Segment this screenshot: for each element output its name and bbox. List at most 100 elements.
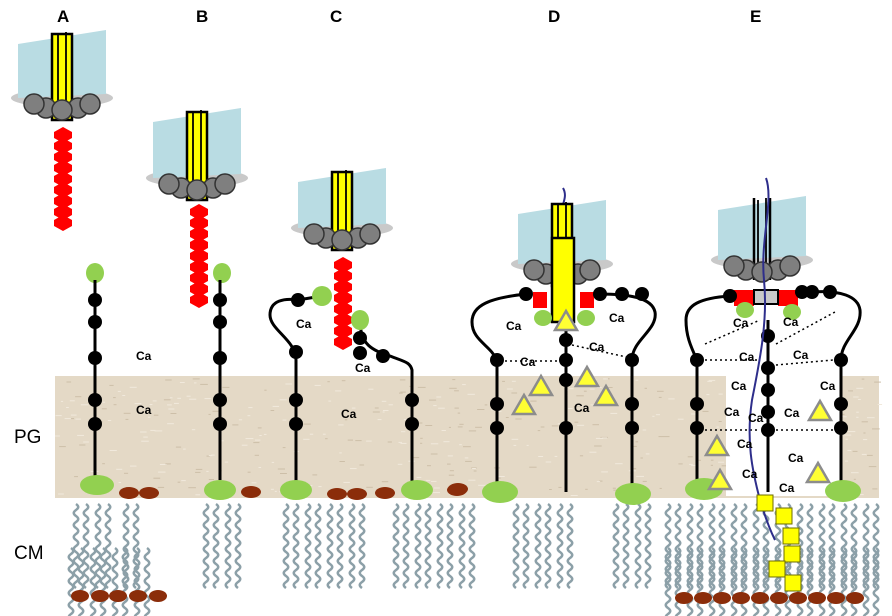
lipid-tail <box>828 546 836 616</box>
green-head-icon <box>615 483 651 505</box>
chain-bead <box>88 417 102 431</box>
pg-fiber <box>856 411 859 413</box>
ca-ion-label: Ca <box>136 349 152 363</box>
chain-bead <box>289 417 303 431</box>
green-head-icon <box>86 263 104 283</box>
pg-fiber <box>468 430 477 432</box>
chain-bead <box>559 353 573 367</box>
pg-fiber <box>206 455 210 457</box>
subunit-icon <box>23 93 45 115</box>
lipid-tail <box>392 502 400 590</box>
pg-fiber <box>658 436 662 438</box>
lipid-tail <box>740 502 748 590</box>
chain-bead <box>761 329 775 343</box>
pg-fiber <box>303 423 311 425</box>
lipid-tail <box>424 502 432 590</box>
lipid-icon <box>91 590 109 602</box>
lipid-tail <box>718 502 726 590</box>
pg-fiber <box>177 481 181 483</box>
chain-bead <box>795 285 809 299</box>
pg-fiber <box>366 440 372 442</box>
triangle-icon <box>804 460 832 484</box>
chain-bead <box>405 393 419 407</box>
lipid-tail <box>696 502 704 590</box>
pg-fiber <box>219 440 224 442</box>
chain-bead <box>88 351 102 365</box>
pg-fiber <box>448 474 455 476</box>
pg-fiber <box>71 418 74 420</box>
triangle-icon <box>552 308 580 332</box>
pg-fiber <box>659 487 662 489</box>
lipid-tail <box>326 502 334 590</box>
pg-fiber <box>447 463 451 465</box>
lipid-tail <box>99 546 107 616</box>
pg-fiber <box>473 470 477 472</box>
pg-fiber <box>601 437 608 439</box>
pg-fiber <box>372 411 380 413</box>
green-head-icon <box>577 310 595 326</box>
chain-icon <box>334 312 352 328</box>
lipid-tail <box>862 502 870 590</box>
lipid-tail <box>872 546 880 616</box>
pg-fiber <box>867 417 875 419</box>
pg-fiber <box>122 395 126 396</box>
pg-fiber <box>484 404 488 406</box>
lipid-icon <box>241 486 261 498</box>
square-icon <box>782 527 800 545</box>
pg-fiber <box>401 431 406 433</box>
green-head-icon <box>736 302 754 318</box>
lipid-icon <box>713 592 731 604</box>
pg-fiber <box>274 490 277 492</box>
green-head-icon <box>534 310 552 326</box>
pg-fiber <box>264 389 267 391</box>
lipid-icon <box>675 592 693 604</box>
crosslink-line <box>571 344 641 361</box>
pg-fiber <box>668 398 675 400</box>
pg-fiber <box>69 400 75 402</box>
pg-fiber <box>554 455 558 457</box>
lipid-tail <box>534 502 542 590</box>
pg-fiber <box>186 395 191 397</box>
square-icon <box>768 560 786 578</box>
pg-fiber <box>107 420 112 421</box>
ca-ion-label: Ca <box>742 467 758 481</box>
pg-fiber <box>83 441 89 443</box>
pg-fiber <box>573 406 581 407</box>
pg-fiber <box>343 481 350 483</box>
pg-fiber <box>513 444 517 446</box>
pg-fiber <box>152 400 157 402</box>
panel-label-d: D <box>548 7 560 26</box>
pg-fiber <box>158 471 166 473</box>
pg-fiber <box>447 455 453 457</box>
chain-bead <box>625 421 639 435</box>
pg-fiber <box>603 378 608 380</box>
green-head-icon <box>213 263 231 283</box>
pg-fiber <box>631 445 637 447</box>
pg-fiber <box>872 428 880 430</box>
pg-fiber <box>610 412 618 414</box>
pg-fiber <box>579 410 584 412</box>
pg-fiber <box>457 426 463 428</box>
chain-icon <box>54 215 72 231</box>
chain-icon <box>190 270 208 286</box>
shaft-icon <box>550 236 576 324</box>
pg-fiber <box>211 454 215 456</box>
pg-fiber <box>718 393 723 395</box>
lipid-icon <box>694 592 712 604</box>
chain-bead <box>213 315 227 329</box>
lipid-tail <box>730 502 738 590</box>
ca-ion-label: Ca <box>731 379 747 393</box>
green-head-icon <box>351 310 369 330</box>
lipid-icon <box>139 487 159 499</box>
pg-fiber <box>433 405 437 407</box>
lipid-tail <box>818 546 826 616</box>
pg-fiber <box>863 432 866 434</box>
pg-fiber <box>718 461 725 463</box>
pg-fiber <box>153 477 161 479</box>
pg-fiber <box>59 446 66 448</box>
ca-ion-label: Ca <box>574 401 590 415</box>
pg-fiber <box>420 437 423 439</box>
green-head-icon <box>280 480 312 500</box>
lipid-tail <box>686 502 694 590</box>
pg-fiber <box>163 399 171 401</box>
